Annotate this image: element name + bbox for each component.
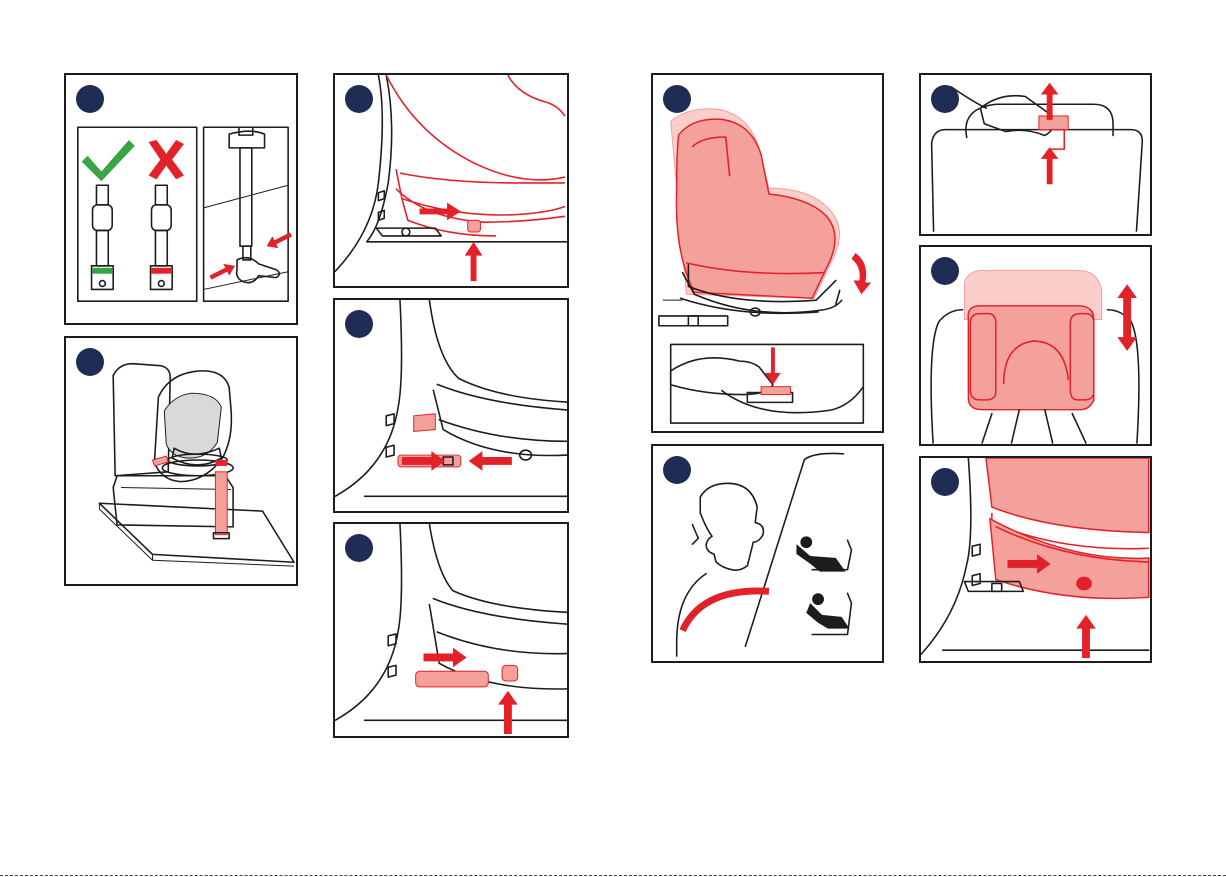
recline-adjust-illustration <box>653 75 882 431</box>
step-panel-retract-connectors <box>333 298 569 513</box>
reclined-seat-icon <box>796 544 845 571</box>
step-panel-headrest-release <box>919 73 1152 236</box>
red-arrow-icon <box>1041 147 1059 184</box>
step-panel-child-position <box>651 444 884 663</box>
step-number-badge <box>345 534 373 562</box>
cross-mark-icon <box>149 140 184 179</box>
step-panel-release-connectors <box>333 522 569 738</box>
step-number-badge <box>931 468 959 496</box>
curved-arrow-icon <box>852 253 872 294</box>
red-arrow-icon <box>1076 615 1096 658</box>
red-arrow-icon <box>498 691 518 734</box>
step-number-badge <box>345 85 373 113</box>
upright-seat-icon <box>806 603 849 629</box>
step-panel-seat-installed <box>64 336 298 586</box>
red-arrow-icon <box>402 451 445 471</box>
check-mark-icon <box>82 140 135 181</box>
page-trim-line <box>0 875 1226 876</box>
step-panel-recline-adjust <box>651 73 884 433</box>
red-arrow-icon <box>210 264 236 280</box>
step-number-badge <box>931 257 959 285</box>
step-panel-press-release-button <box>333 73 569 288</box>
red-arrow-icon <box>765 347 781 384</box>
step-number-badge <box>663 85 691 113</box>
isofix-indicator-illustration <box>66 75 296 323</box>
step-number-badge <box>76 85 104 113</box>
step-panel-final-check <box>919 456 1152 663</box>
red-arrow-icon <box>469 451 512 471</box>
red-arrow-icon <box>424 648 467 668</box>
step-number-badge <box>345 310 373 338</box>
double-arrow-icon <box>1117 284 1137 351</box>
step-number-badge <box>76 348 104 376</box>
red-arrow-icon <box>465 242 483 281</box>
installed-seat-illustration <box>66 338 296 584</box>
step-panel-headrest-height <box>919 245 1152 446</box>
red-arrow-icon <box>1041 83 1059 120</box>
step-number-badge <box>931 85 959 113</box>
step-number-badge <box>663 456 691 484</box>
step-panel-isofix-indicator <box>64 73 298 325</box>
